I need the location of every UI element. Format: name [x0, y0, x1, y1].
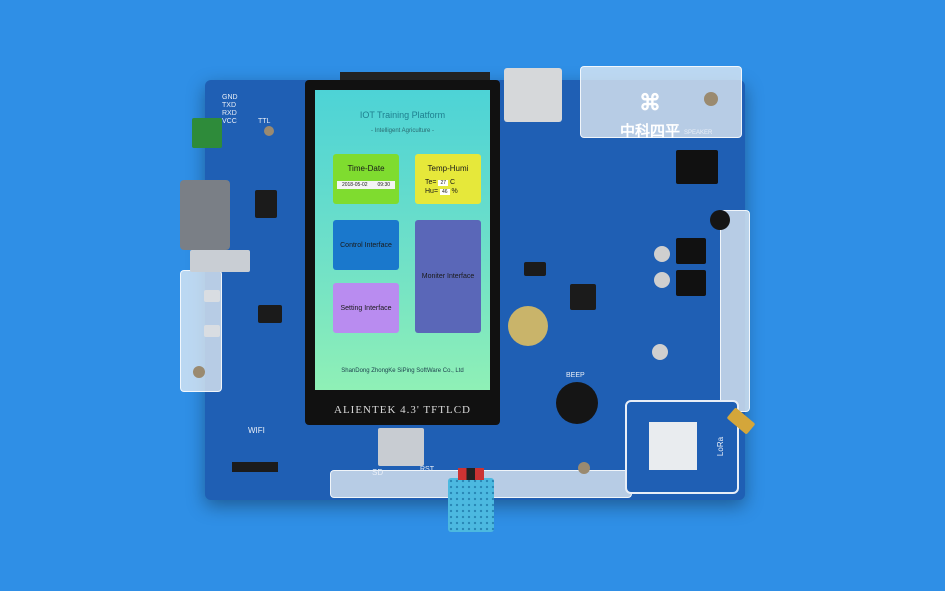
db9-connector [180, 180, 230, 250]
humi-label: Hu= [425, 188, 439, 195]
chip-mid-1 [570, 284, 596, 310]
standoff-1 [264, 126, 274, 136]
brand-glyph-icon: ⌘ [639, 90, 661, 115]
time-date-readout: 2018-05-02 09:30 [337, 181, 395, 189]
standoff-4 [578, 462, 590, 474]
usb-port [190, 250, 250, 272]
pin-header-top [340, 72, 490, 82]
pin-rxd: RXD [222, 110, 237, 117]
capacitor-1 [654, 246, 670, 262]
uart-pin-labels: GND TXD RXD VCC [222, 94, 238, 126]
temp-value: 27 [438, 180, 448, 186]
standoff-2 [704, 92, 718, 106]
ttl-label: TTL [258, 118, 271, 125]
humi-row: Hu= 46 % [415, 188, 481, 195]
speaker-label: SPEAKER [684, 130, 713, 136]
pin-vcc: VCC [222, 118, 237, 125]
chip-mid-2 [524, 262, 546, 276]
time-date-tile[interactable]: Time-Date 2018-05-02 09:30 [333, 154, 399, 204]
brand-text: 中科四平 [619, 123, 680, 140]
control-interface-label: Control Interface [340, 241, 392, 249]
ethernet-jack [504, 68, 562, 122]
wifi-label: WIFI [248, 426, 265, 435]
chip-left-2 [258, 305, 282, 323]
usb-micro-2 [204, 325, 220, 337]
lora-module: LoRa [625, 400, 739, 494]
screen-footer: ShanDong ZhongKe SiPing SoftWare Co., Lt… [341, 368, 464, 374]
capacitor-3 [652, 344, 668, 360]
rst-label: RST [420, 466, 434, 473]
beep-label: BEEP [566, 372, 585, 379]
lcd-screen: IOT Training Platform - Intelligent Agri… [315, 90, 490, 390]
moniter-interface-button[interactable]: Moniter Interface [415, 220, 481, 333]
capacitor-4 [710, 210, 730, 230]
chip-left-1 [255, 190, 277, 218]
setting-interface-label: Setting Interface [340, 304, 392, 312]
lora-chip [649, 422, 697, 470]
audio-jack-1 [676, 238, 706, 264]
humi-unit: % [451, 188, 458, 195]
audio-jack-2 [676, 270, 706, 296]
time-value: 09:30 [377, 182, 391, 188]
standoff-3 [193, 366, 205, 378]
acrylic-plate-right [720, 210, 750, 412]
temp-humi-tile[interactable]: Temp-Humi Te= 27 C Hu= 46 % [415, 154, 481, 204]
pin-gnd: GND [222, 94, 238, 101]
humi-value: 46 [440, 189, 450, 195]
sensor-wires [458, 468, 484, 480]
date-value: 2018-05-02 [341, 182, 368, 188]
temp-unit: C [449, 179, 456, 186]
sd-label: SD [372, 468, 384, 477]
power-jack [676, 150, 718, 184]
moniter-interface-label: Moniter Interface [421, 273, 475, 280]
lora-label: LoRa [716, 436, 726, 457]
wifi-header [232, 462, 278, 472]
setting-interface-button[interactable]: Setting Interface [333, 283, 399, 333]
temp-row: Te= 27 C [415, 179, 481, 186]
buzzer [556, 382, 598, 424]
temp-label: Te= [425, 179, 437, 186]
sd-card-slot [378, 428, 424, 466]
terminal-block [192, 118, 222, 148]
screen-subtitle: - Intelligent Agriculture - [370, 128, 435, 134]
temp-humi-title: Temp-Humi [427, 164, 469, 173]
dht-sensor [448, 478, 494, 532]
usb-micro-1 [204, 290, 220, 302]
control-interface-button[interactable]: Control Interface [333, 220, 399, 270]
brand-logo: ⌘ 中科四平 [610, 92, 690, 141]
coin-battery [508, 306, 548, 346]
lcd-model-label: ALIENTEK 4.3' TFTLCD [334, 404, 471, 416]
pin-txd: TXD [222, 102, 236, 109]
time-date-title: Time-Date [347, 164, 385, 173]
screen-title: IOT Training Platform [359, 110, 446, 120]
capacitor-2 [654, 272, 670, 288]
